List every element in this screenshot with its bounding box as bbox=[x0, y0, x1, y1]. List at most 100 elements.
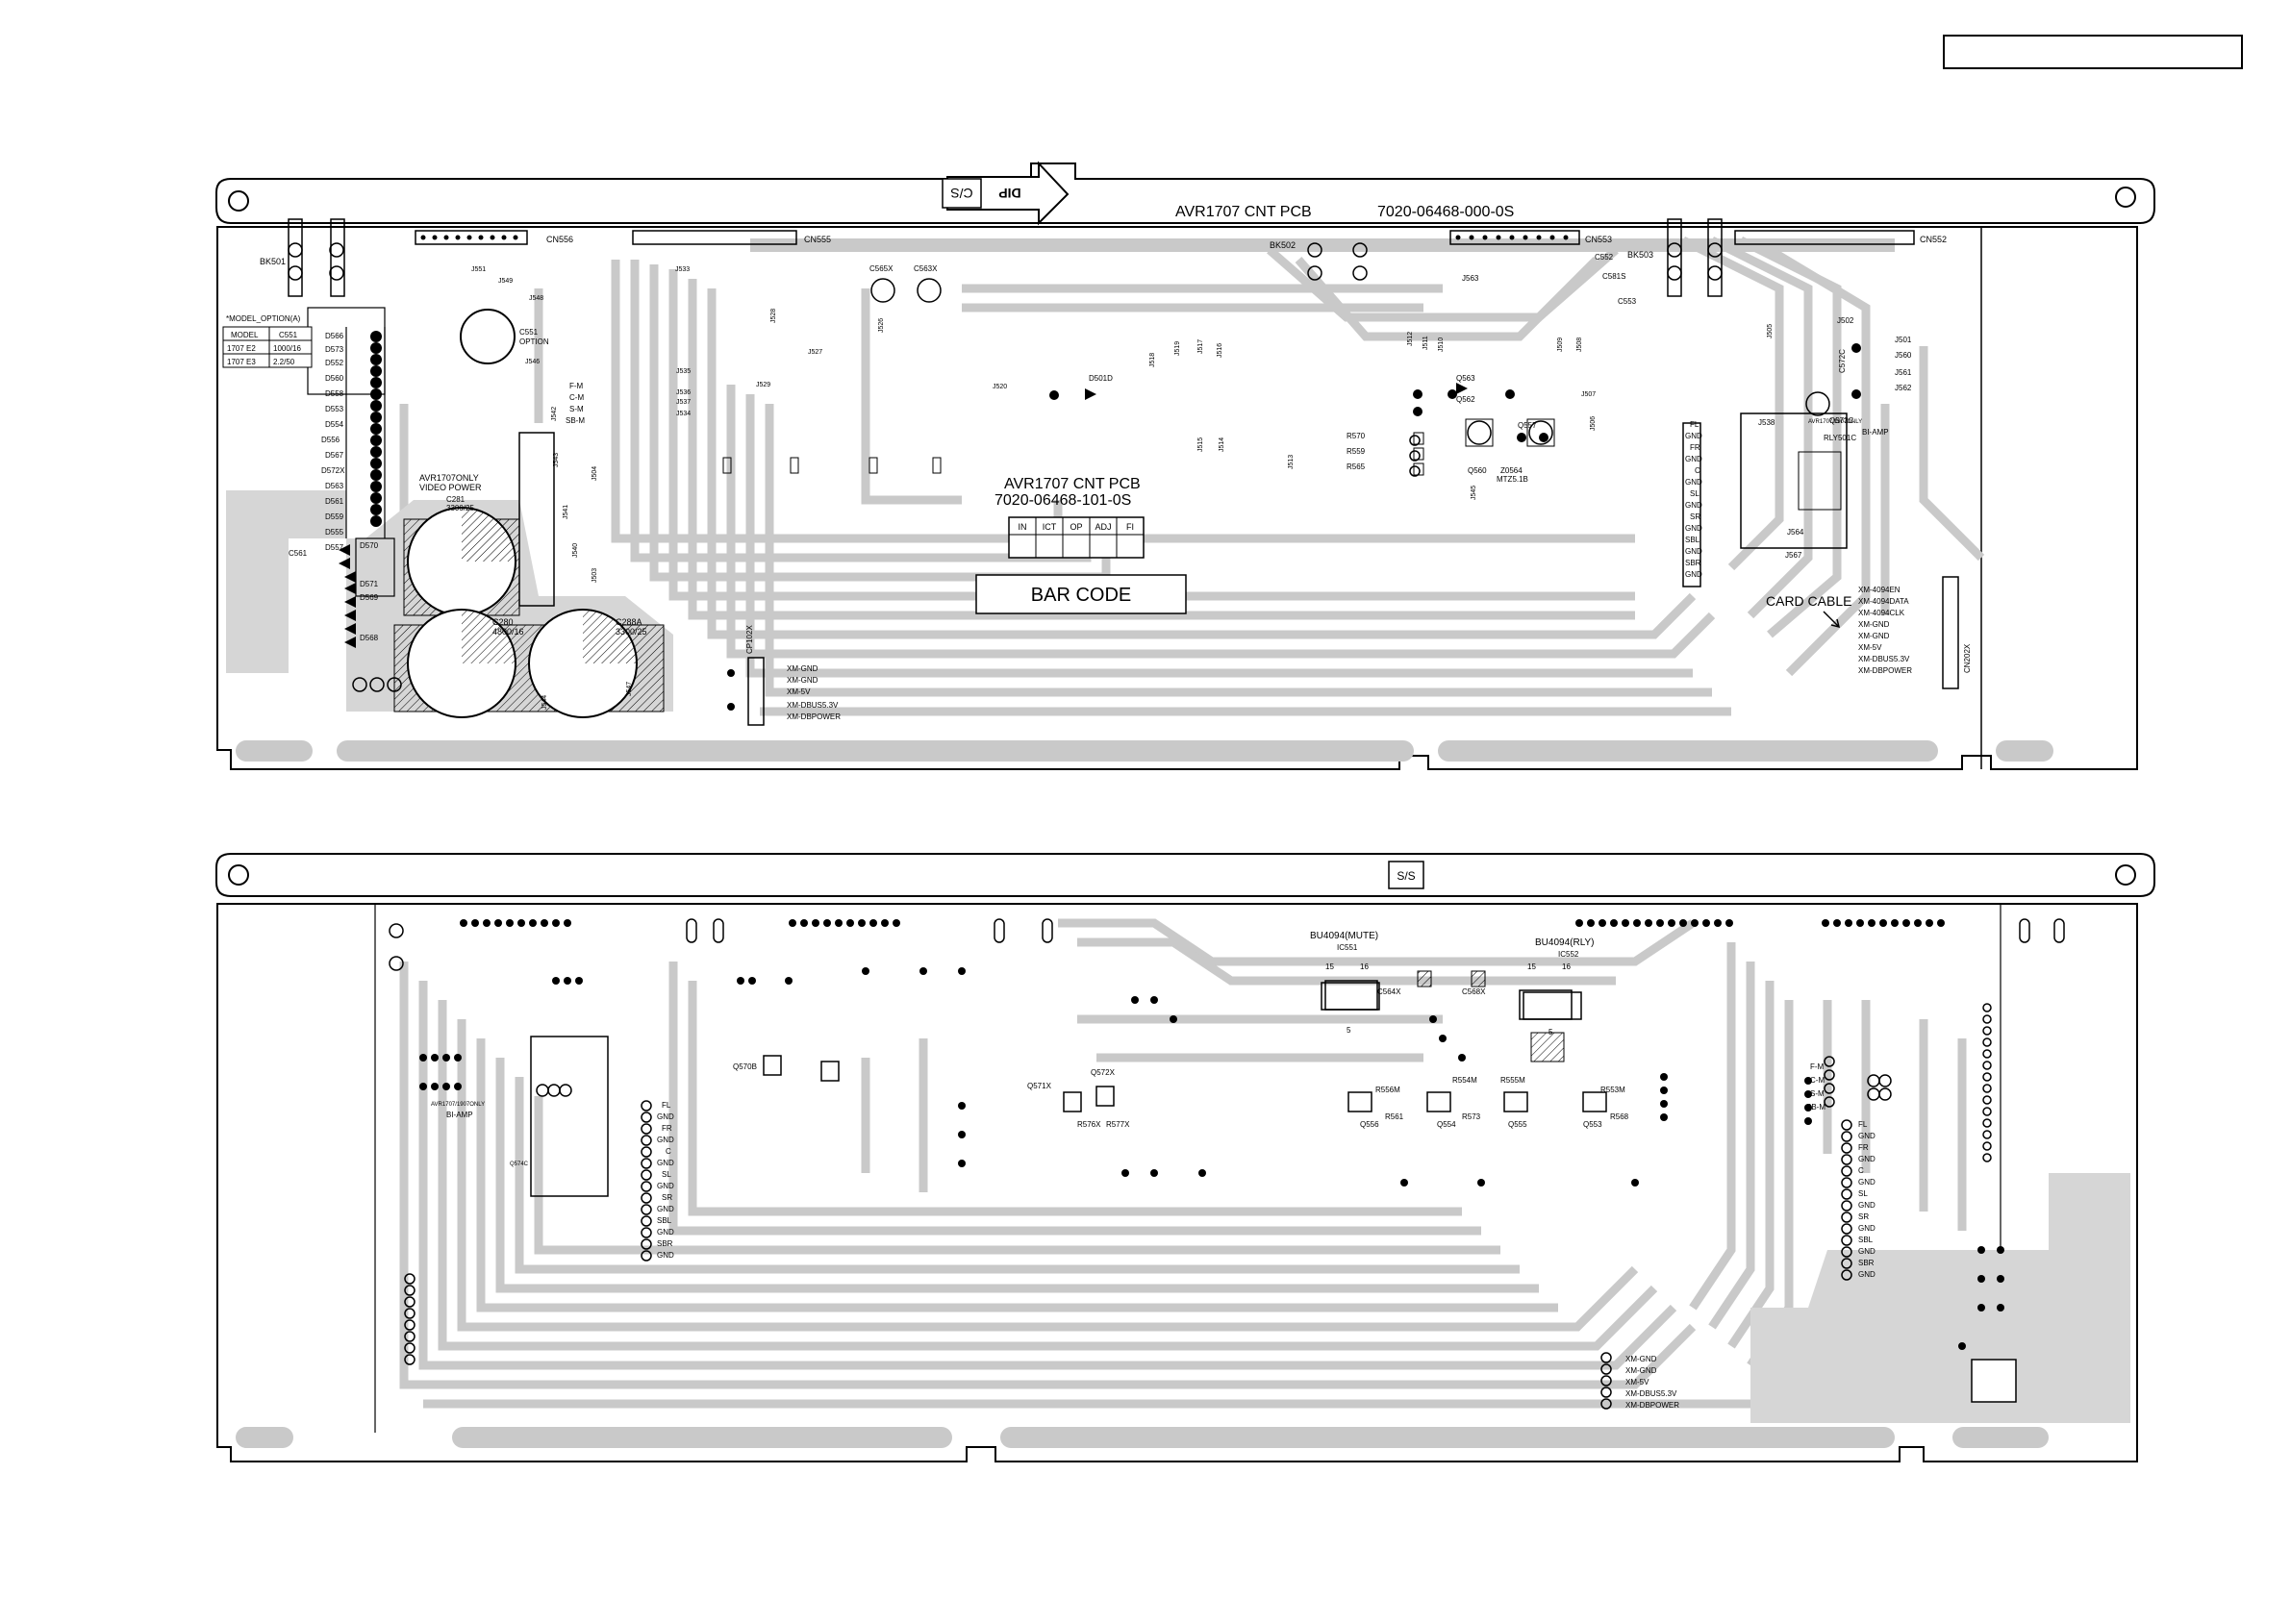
br-spk-13: GND bbox=[1858, 1270, 1876, 1279]
top-spk-6: SL bbox=[1690, 489, 1699, 498]
lbl-j502: J502 bbox=[1837, 316, 1854, 325]
diode-14: D557 bbox=[325, 543, 344, 552]
top-speaker-labels: FL GND FR GND C GND SL GND SR GND SBL GN… bbox=[1685, 420, 1702, 579]
jmp-23: J510 bbox=[1438, 337, 1445, 352]
inspect-fi: FI bbox=[1126, 522, 1134, 532]
c280-value: 4800/16 bbox=[492, 627, 524, 637]
diode-10: D563 bbox=[325, 482, 344, 490]
model-header-model: MODEL bbox=[231, 331, 259, 339]
diode-9: D572X bbox=[321, 466, 345, 475]
top-spk-7: GND bbox=[1685, 501, 1702, 510]
lbl-r553m: R553M bbox=[1600, 1086, 1625, 1094]
page-number-box bbox=[1943, 35, 2243, 69]
top-spk-4: C bbox=[1695, 466, 1700, 475]
br-spk-1: GND bbox=[1858, 1132, 1876, 1140]
bxm-0: XM-GND bbox=[1625, 1355, 1657, 1363]
lbl-r565: R565 bbox=[1347, 462, 1366, 471]
diode-0: D566 bbox=[325, 332, 344, 340]
jmp-21: J512 bbox=[1407, 332, 1414, 346]
xm-right-1: XM-4094DATA bbox=[1858, 597, 1909, 606]
bl-spk-4: C bbox=[666, 1147, 671, 1156]
top-board-title-2: AVR1707 CNT PCB bbox=[1004, 476, 1141, 492]
top-spk-2: FR bbox=[1690, 443, 1700, 452]
model-row1-model: 1707 E2 bbox=[227, 344, 256, 353]
bl-spk-0: FL bbox=[662, 1101, 671, 1110]
lbl-c565x: C565X bbox=[869, 264, 894, 273]
lbl-j564: J564 bbox=[1787, 528, 1804, 537]
lbl-r555m: R555M bbox=[1500, 1076, 1525, 1085]
top-sig-cm: C-M bbox=[569, 393, 584, 402]
diode-6: D554 bbox=[325, 420, 344, 429]
jmp-2: J548 bbox=[529, 295, 543, 302]
lbl-q570b: Q570B bbox=[733, 1062, 757, 1071]
ic552-name: BU4094(RLY) bbox=[1535, 937, 1595, 948]
jmp-36: J545 bbox=[1471, 486, 1477, 500]
jmp-27: J506 bbox=[1590, 416, 1597, 431]
bl-spk-11: GND bbox=[657, 1228, 674, 1237]
lbl-d501d: D501D bbox=[1089, 374, 1113, 383]
bl-spk-7: GND bbox=[657, 1182, 674, 1190]
lbl-d568: D568 bbox=[360, 634, 379, 642]
br-spk-4: C bbox=[1858, 1166, 1864, 1175]
br-spk-7: GND bbox=[1858, 1201, 1876, 1210]
bk503-label: BK503 bbox=[1627, 250, 1653, 260]
c280-label: C280 bbox=[492, 617, 514, 627]
bl-spk-13: GND bbox=[657, 1251, 674, 1260]
arrow-label: DIP bbox=[998, 186, 1020, 201]
model-option-table: *MODEL_OPTION(A) MODEL C551 1707 E2 1000… bbox=[222, 314, 313, 368]
xm-right-7: XM-DBPOWER bbox=[1858, 666, 1912, 675]
bk502-label: BK502 bbox=[1270, 240, 1296, 250]
lbl-mtz: MTZ5.1B bbox=[1497, 475, 1528, 484]
top-board: C/S DIP AVR1707 CNT PCB 7020-06468-000-0… bbox=[215, 161, 2155, 770]
bxm-3: XM-DBUS5.3V bbox=[1625, 1389, 1677, 1398]
lbl-j567: J567 bbox=[1785, 551, 1802, 560]
barcode-label: BAR CODE bbox=[1031, 585, 1131, 606]
top-spk-13: GND bbox=[1685, 570, 1702, 579]
card-cable-label: CARD CABLE bbox=[1766, 593, 1851, 609]
jmp-12: J529 bbox=[756, 382, 770, 388]
lbl-avr-only: AVR1707/1907ONLY bbox=[1808, 419, 1862, 425]
bot-sig-fm: F-M bbox=[1810, 1062, 1825, 1071]
c281-label: C281 bbox=[446, 495, 466, 504]
diode-8: D567 bbox=[325, 451, 344, 460]
br-spk-9: GND bbox=[1858, 1224, 1876, 1233]
top-sig-sbm: SB-M bbox=[566, 416, 585, 425]
top-sig-fm: F-M bbox=[569, 382, 584, 390]
jmp-18: J515 bbox=[1197, 437, 1204, 452]
jmp-14: J519 bbox=[1174, 341, 1181, 356]
lbl-r554m: R554M bbox=[1452, 1076, 1477, 1085]
lbl-r573: R573 bbox=[1462, 1112, 1481, 1121]
lbl-cp102x: CP102X bbox=[745, 625, 754, 654]
jmp-15: J518 bbox=[1149, 353, 1156, 367]
jmp-20: J513 bbox=[1288, 455, 1295, 469]
diode-5: D553 bbox=[325, 405, 344, 413]
jmp-25: J508 bbox=[1576, 337, 1583, 352]
jmp-34: J543 bbox=[553, 453, 560, 467]
jmp-30: J503 bbox=[592, 568, 598, 583]
lbl-j563: J563 bbox=[1462, 274, 1479, 283]
bxm-4: XM-DBPOWER bbox=[1625, 1401, 1679, 1410]
xm-bottom-4: XM-DBPOWER bbox=[787, 712, 841, 721]
diode-12: D559 bbox=[325, 512, 344, 521]
jmp-24: J509 bbox=[1557, 337, 1564, 352]
jmp-0: J551 bbox=[471, 266, 486, 273]
jmp-26: J507 bbox=[1581, 391, 1596, 398]
lbl-r559: R559 bbox=[1347, 447, 1366, 456]
top-spk-1: GND bbox=[1685, 432, 1702, 440]
lbl-r556m: R556M bbox=[1375, 1086, 1400, 1094]
xm-right-6: XM-DBUS5.3V bbox=[1858, 655, 1910, 663]
xm-bottom-1: XM-GND bbox=[787, 676, 818, 685]
bottom-component-labels: Q570B Q571X Q572X Q556 Q554 Q555 Q553 R5… bbox=[510, 987, 1629, 1167]
lbl-j560: J560 bbox=[1895, 351, 1912, 360]
jmp-11: J528 bbox=[770, 309, 777, 323]
lbl-r561: R561 bbox=[1385, 1112, 1404, 1121]
lbl-option: OPTION bbox=[519, 337, 549, 346]
diode-13: D555 bbox=[325, 528, 344, 537]
bot-sig-cm: C-M bbox=[1810, 1076, 1825, 1085]
bxm-1: XM-GND bbox=[1625, 1366, 1657, 1375]
jmp-13: J520 bbox=[993, 384, 1007, 390]
video-power-note-1: AVR1707ONLY bbox=[419, 473, 479, 483]
jmp-31: J540 bbox=[572, 543, 579, 558]
inspection-table: IN ICT OP ADJ FI bbox=[1008, 516, 1145, 559]
